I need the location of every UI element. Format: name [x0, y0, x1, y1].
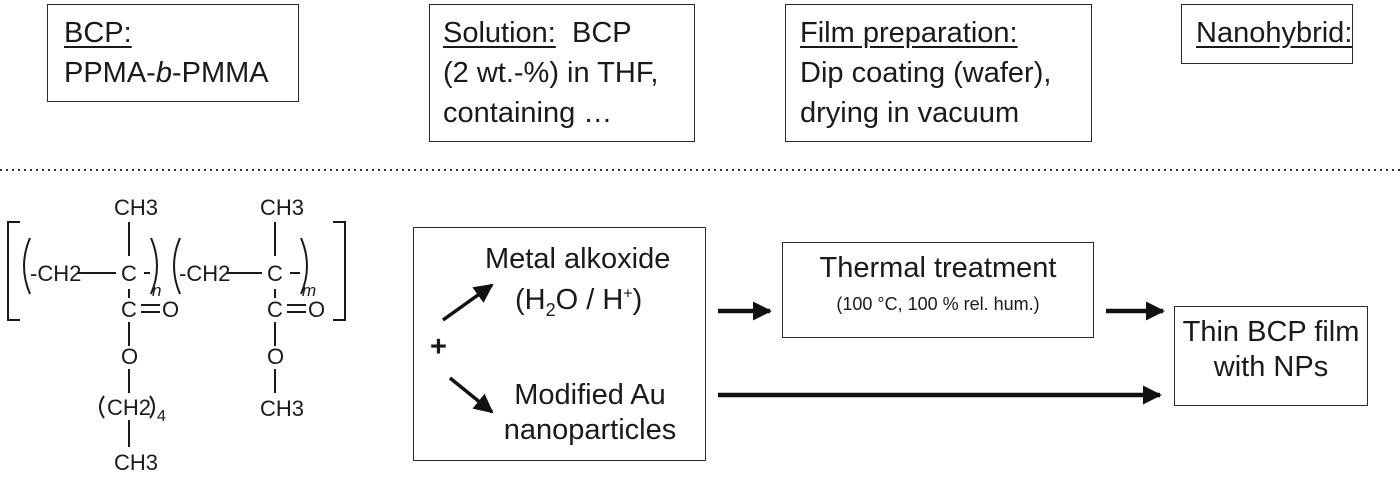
- chemical-labels: CH3 CH3 -CH2 -CH2 C C n m C C O O O O CH…: [30, 195, 325, 475]
- bcp-title: BCP:: [64, 17, 132, 49]
- svg-text:C: C: [267, 297, 283, 322]
- chemical-structure: [7, 221, 346, 447]
- bcp-name: PPMA-b-PMMA: [64, 56, 269, 91]
- c-right: C: [267, 261, 283, 286]
- ch3-bottom-left: CH3: [114, 450, 158, 475]
- bcp-name-pre: PPMA-: [64, 57, 156, 89]
- carbonyl-c-left: C: [121, 297, 137, 322]
- nanohybrid-box: [1181, 4, 1353, 64]
- svg-text:O: O: [267, 344, 284, 369]
- result-box: [1174, 306, 1368, 406]
- right-bracket: [333, 221, 346, 321]
- subscript-n: n: [152, 281, 161, 300]
- metal-alkoxide-label: Metal alkoxide: [485, 243, 671, 275]
- film-line2: Dip coating (wafer),: [800, 57, 1052, 89]
- ch3-top-left: CH3: [114, 195, 158, 220]
- ch2-butyl: CH2: [107, 395, 151, 420]
- film-box: [785, 4, 1092, 142]
- subscript-m: m: [302, 281, 316, 300]
- left-bracket: [7, 221, 20, 321]
- svg-text:O: O: [308, 297, 325, 322]
- svg-text:n: n: [152, 281, 161, 300]
- bcp-name-italic: b: [155, 57, 172, 89]
- svg-text:C: C: [267, 261, 283, 286]
- paren-close-right: [300, 237, 308, 295]
- reagents-box: [413, 227, 706, 461]
- svg-text:CH2: CH2: [107, 395, 151, 420]
- paren-close-left: [150, 237, 158, 295]
- ch2-right: -CH2: [179, 261, 230, 286]
- o-ester-left: O: [121, 344, 138, 369]
- svg-text:CH3: CH3: [260, 195, 304, 220]
- bcp-box: [47, 4, 299, 102]
- arrow-to-au-nanoparticles: [448, 376, 494, 414]
- paren-ch2-4-close: [149, 395, 155, 419]
- svg-text:O: O: [121, 344, 138, 369]
- svg-text:-CH2: -CH2: [179, 261, 230, 286]
- svg-text:4: 4: [157, 408, 166, 425]
- solution-line1: Solution: BCP: [443, 16, 632, 51]
- arrow-to-metal-alkoxide: [441, 283, 494, 322]
- svg-text:C: C: [121, 261, 137, 286]
- solution-line3: containing …: [443, 97, 613, 129]
- au-line2: nanoparticles: [503, 413, 677, 446]
- nanohybrid-title: Nanohybrid:: [1196, 17, 1353, 49]
- thermal-box: [782, 242, 1094, 338]
- result-line2: with NPs: [1213, 350, 1329, 383]
- svg-text:-CH2: -CH2: [30, 261, 81, 286]
- thermal-line2: (100 °C, 100 % rel. hum.): [836, 294, 1040, 314]
- film-line3: drying in vacuum: [800, 97, 1020, 129]
- bcp-name-post: -PMMA: [171, 57, 269, 89]
- thermal-line1: Thermal treatment: [819, 252, 1057, 284]
- solution-box: [429, 4, 695, 142]
- svg-text:CH3: CH3: [260, 396, 304, 421]
- svg-text:m: m: [302, 281, 316, 300]
- solution-title: Solution:: [443, 17, 556, 49]
- ch3-top-right: CH3: [260, 195, 304, 220]
- result-line1: Thin BCP film: [1182, 316, 1360, 348]
- o-ester-right: O: [267, 344, 284, 369]
- solution-line2: (2 wt.-%) in THF,: [443, 57, 659, 89]
- o-double-left: O: [162, 297, 179, 322]
- au-line1: Modified Au: [514, 379, 666, 411]
- catalyst-label: (H2O / H+): [515, 284, 643, 320]
- plus-sign: +: [430, 331, 447, 363]
- o-double-right: O: [308, 297, 325, 322]
- svg-text:O: O: [162, 297, 179, 322]
- paren-open-right: [173, 237, 181, 295]
- solution-title-tail: BCP: [555, 17, 632, 49]
- svg-text:C: C: [121, 297, 137, 322]
- svg-text:CH3: CH3: [114, 450, 158, 475]
- c-left: C: [121, 261, 137, 286]
- subscript-4: 4: [157, 408, 166, 425]
- paren-ch2-4-open: [99, 395, 105, 419]
- ch3-bottom-right: CH3: [260, 396, 304, 421]
- ch2-left: -CH2: [30, 261, 81, 286]
- film-title: Film preparation:: [800, 17, 1018, 49]
- svg-text:CH3: CH3: [114, 195, 158, 220]
- carbonyl-c-right: C: [267, 297, 283, 322]
- paren-open-left: [23, 237, 31, 295]
